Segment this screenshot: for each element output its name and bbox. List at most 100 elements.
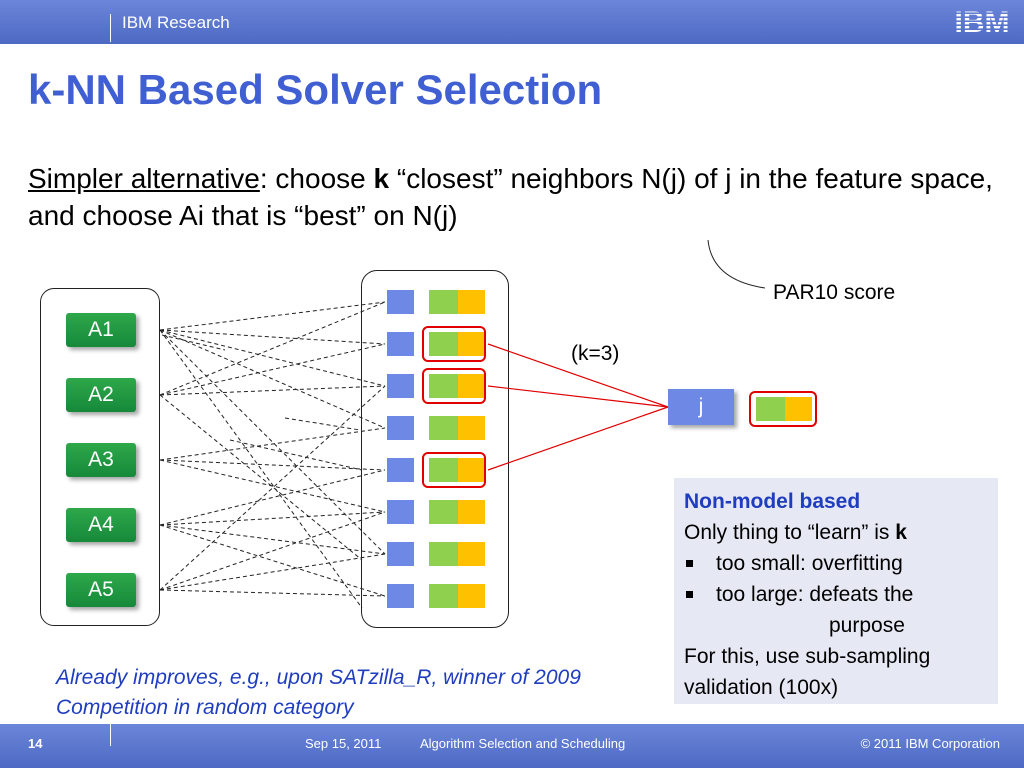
- score-yellow: [458, 500, 485, 524]
- org-name: IBM Research: [122, 13, 230, 32]
- algorithm-a2: A2: [66, 378, 136, 412]
- instance-score: [429, 458, 485, 482]
- instance-score: [429, 500, 485, 524]
- connection-line: [159, 385, 386, 591]
- instance-score: [429, 332, 485, 356]
- score-green: [429, 458, 458, 482]
- footer-date: Sep 15, 2011: [305, 736, 382, 751]
- connection-line: [159, 511, 386, 591]
- instance-square: [387, 500, 414, 524]
- instance-score: [429, 584, 485, 608]
- note-box: Non-model based Only thing to “learn” is…: [674, 478, 998, 704]
- algorithm-a3: A3: [66, 443, 136, 477]
- header-divider: [110, 14, 111, 42]
- bullet-marker: [686, 591, 693, 598]
- intro-part2: “closest” neighbors N(j) of j in the fea…: [28, 163, 993, 231]
- note-heading: Non-model based: [684, 490, 861, 513]
- score-green: [429, 374, 458, 398]
- instance-score: [429, 542, 485, 566]
- connection-line: [159, 385, 386, 396]
- par10-pointer: [707, 239, 766, 289]
- algorithm-a4: A4: [66, 508, 136, 542]
- score-yellow: [458, 584, 485, 608]
- score-yellow: [458, 290, 485, 314]
- note-bullet: too small: overfitting: [684, 548, 988, 579]
- intro-part1: : choose: [259, 163, 374, 194]
- query-score-highlight: [749, 391, 817, 427]
- instance-square: [387, 416, 414, 440]
- score-green: [429, 584, 458, 608]
- instance-square: [387, 542, 414, 566]
- footer-divider: [110, 724, 111, 746]
- neighbor-highlight: [422, 368, 486, 404]
- connection-line: [159, 589, 386, 597]
- score-green: [429, 542, 458, 566]
- score-green: [429, 332, 458, 356]
- algorithm-a5: A5: [66, 573, 136, 607]
- connection-line: [159, 329, 386, 345]
- connection-line: [159, 524, 386, 555]
- note-bullet: too large: defeats the: [684, 579, 988, 610]
- instance-square: [387, 458, 414, 482]
- query-instance: j: [668, 389, 734, 425]
- caption: Already improves, e.g., upon SATzilla_R,…: [56, 666, 581, 719]
- note-bullet-text: too small: overfitting: [716, 552, 903, 575]
- par10-label: PAR10 score: [773, 281, 896, 304]
- neighbor-line: [487, 385, 669, 408]
- note-bullet-text: too large: defeats the: [716, 583, 914, 606]
- score-yellow: [785, 397, 812, 421]
- instance-score: [429, 374, 485, 398]
- intro-underlined: Simpler alternative: [28, 163, 260, 194]
- connection-line: [159, 394, 363, 561]
- connection-line: [159, 329, 386, 387]
- note-bullets: too small: overfitting too large: defeat…: [684, 548, 988, 610]
- intro-text: Simpler alternative: choose k “closest” …: [28, 160, 1008, 234]
- connection-line: [159, 524, 386, 597]
- score-green: [429, 290, 458, 314]
- instance-square: [387, 332, 414, 356]
- score-green: [756, 397, 785, 421]
- ibm-logo-text: IBM: [955, 6, 1010, 36]
- note-line1-bold: k: [895, 521, 907, 544]
- connection-line: [284, 417, 361, 431]
- score-yellow: [458, 332, 485, 356]
- connection-line: [229, 439, 363, 471]
- connection-line: [159, 459, 386, 471]
- footer-copyright: © 2011 IBM Corporation: [860, 736, 1000, 751]
- algorithm-a1: A1: [66, 313, 136, 347]
- connection-line: [159, 329, 386, 429]
- note-footer: For this, use sub-sampling validation (1…: [684, 645, 931, 699]
- instance-score: [429, 290, 485, 314]
- connection-line: [159, 343, 386, 396]
- k-label: (k=3): [571, 342, 620, 365]
- connection-line: [159, 329, 363, 609]
- footer-bar: 14 Sep 15, 2011 Algorithm Selection and …: [0, 724, 1024, 768]
- instance-square: [387, 584, 414, 608]
- connection-line: [161, 334, 226, 351]
- connection-line: [159, 511, 386, 526]
- score-yellow: [458, 374, 485, 398]
- ibm-logo: IBM: [955, 6, 1010, 36]
- footer-event: Algorithm Selection and Scheduling: [420, 736, 626, 751]
- instance-square: [387, 290, 414, 314]
- connection-line: [159, 301, 386, 331]
- score-green: [429, 500, 458, 524]
- note-line1: Only thing to “learn” is k: [684, 517, 988, 548]
- note-bullet-cont: purpose: [829, 614, 905, 637]
- connection-line: [159, 469, 386, 526]
- query-score: [756, 397, 812, 421]
- neighbor-highlight: [422, 326, 486, 362]
- neighbor-highlight: [422, 452, 486, 488]
- note-line1-text: Only thing to “learn” is: [684, 521, 896, 544]
- neighbor-line: [487, 343, 669, 408]
- connection-line: [159, 301, 386, 396]
- score-green: [429, 416, 458, 440]
- score-yellow: [458, 542, 485, 566]
- connection-line: [159, 459, 386, 513]
- connection-line: [159, 329, 386, 555]
- score-yellow: [458, 458, 485, 482]
- header-bar: IBM Research IBM: [0, 0, 1024, 44]
- bullet-marker: [686, 560, 693, 567]
- connection-line: [159, 427, 386, 461]
